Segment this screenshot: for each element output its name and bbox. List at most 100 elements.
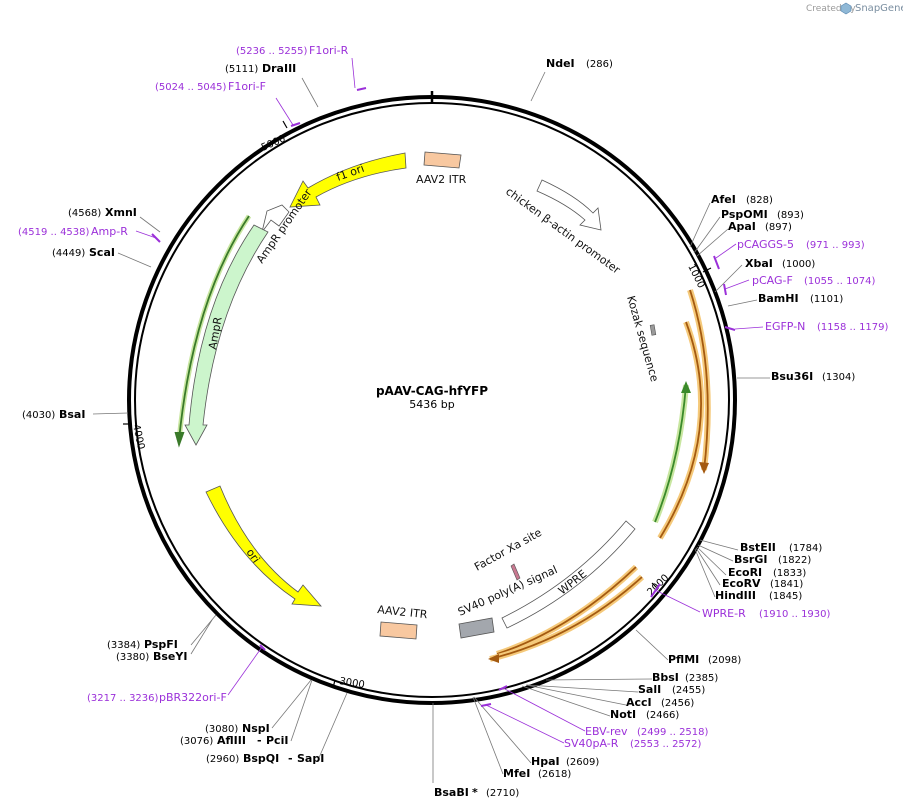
enzyme-hindiii-pos: (1845) [769, 591, 802, 602]
orf-orange-1-line [689, 289, 709, 471]
enzyme-ndei-name[interactable]: NdeI [546, 57, 575, 70]
enzyme-bspqi-sep: - [288, 752, 293, 765]
enzyme-afliii-pos: (3076) [180, 736, 213, 747]
ampr-orf-line [178, 215, 250, 441]
ampr-label: AmpR [206, 316, 225, 351]
orf-orange-4-line [489, 576, 643, 660]
enzyme-scai-name[interactable]: ScaI [89, 246, 115, 259]
enzyme-bsabi-star: * [472, 786, 478, 799]
chicken-actin-promoter-feature[interactable] [536, 179, 602, 231]
enzyme-pflmi-name[interactable]: PflMI [668, 653, 699, 666]
ori-feature[interactable] [205, 485, 322, 607]
enzyme-bsai-name[interactable]: BsaI [59, 408, 85, 421]
aav2-itr-bottom-feature[interactable] [379, 621, 418, 640]
enzyme-pspomi-pos: (893) [777, 210, 804, 221]
enzyme-bamhi-name[interactable]: BamHI [758, 292, 799, 305]
enzyme-pcii-name[interactable]: PciI [266, 734, 288, 747]
primer-pcaggs5-name[interactable]: pCAGGS-5 [737, 238, 794, 251]
primer-pcaggs5-range: (971 .. 993) [806, 240, 865, 251]
tick-label-5000: 5000 [260, 133, 288, 153]
primer-egfpn-range: (1158 .. 1179) [817, 322, 889, 333]
primer-ebvrev-name[interactable]: EBV-rev [585, 725, 628, 738]
enzyme-ecori-name[interactable]: EcoRI [728, 566, 762, 579]
primer-sv40par-range: (2553 .. 2572) [630, 739, 702, 750]
orf-orange-4-arrowhead [488, 654, 499, 663]
enzyme-apai-name[interactable]: ApaI [728, 220, 756, 233]
enzyme-sali-pos: (2455) [672, 685, 705, 696]
orf-orange-2-line [659, 321, 702, 539]
enzyme-bsteii-pos: (1784) [789, 543, 822, 554]
enzyme-bbsi-name[interactable]: BbsI [652, 671, 679, 684]
primer-sv40par-name[interactable]: SV40pA-R [564, 737, 619, 750]
factor-xa-feature[interactable] [510, 563, 521, 581]
orf-orange-1-arrowhead [699, 462, 709, 474]
enzyme-bsu36i-name[interactable]: Bsu36I [771, 370, 813, 383]
enzyme-bspqi-pos: (2960) [206, 754, 239, 765]
wpre-feature[interactable] [501, 520, 636, 629]
enzyme-bamhi-pos: (1101) [810, 294, 843, 305]
enzyme-bsabi-name[interactable]: BsaBI [434, 786, 469, 799]
kozak-feature[interactable] [649, 324, 657, 336]
enzyme-nspi-pos: (3080) [205, 724, 238, 735]
enzyme-bseyi-pos: (3380) [116, 652, 149, 663]
enzyme-bsrgi-pos: (1822) [778, 555, 811, 566]
sv40-polya-label: SV40 poly(A) signal [456, 563, 559, 619]
enzyme-noti-name[interactable]: NotI [610, 708, 636, 721]
enzyme-pflmi-pos: (2098) [708, 655, 741, 666]
enzyme-afliii-name[interactable]: AflIII [217, 734, 246, 747]
enzyme-bseyi-name[interactable]: BseYI [153, 650, 187, 663]
aav2-itr-top-label: AAV2 ITR [416, 173, 467, 186]
enzyme-sapi-name[interactable]: SapI [297, 752, 324, 765]
enzyme-pspomi-name[interactable]: PspOMI [721, 208, 768, 221]
enzyme-hindiii-name[interactable]: HindIII [715, 589, 756, 602]
primer-f1orir-name[interactable]: F1ori-R [309, 44, 349, 57]
enzyme-bbsi-pos: (2385) [685, 673, 718, 684]
wpre-label: WPRE [556, 567, 589, 597]
yfp-orf-green-arrowhead [681, 381, 691, 393]
plasmid-size: 5436 bp [409, 398, 454, 411]
enzyme-bsteii-name[interactable]: BstEII [740, 541, 776, 554]
enzyme-pspfi-pos: (3384) [107, 640, 140, 651]
enzyme-bsrgi-name[interactable]: BsrGI [734, 553, 767, 566]
enzyme-bsu36i-pos: (1304) [822, 372, 855, 383]
tick-label-3000: 3000 [339, 676, 366, 691]
enzyme-afei-name[interactable]: AfeI [711, 193, 736, 206]
enzyme-hpai-pos: (2609) [566, 757, 599, 768]
enzyme-ecorv-pos: (1841) [770, 579, 803, 590]
enzyme-sali-name[interactable]: SalI [638, 683, 661, 696]
aav2-itr-top-feature[interactable] [423, 151, 462, 169]
enzyme-draiii-name[interactable]: DraIII [262, 62, 296, 75]
enzyme-ecori-pos: (1833) [773, 568, 806, 579]
orf-orange-3-line [496, 566, 637, 655]
primer-wprer-range: (1910 .. 1930) [759, 609, 831, 620]
enzyme-xbai-name[interactable]: XbaI [745, 257, 773, 270]
kozak-label: Kozak sequence [624, 294, 661, 383]
f1-ori-feature[interactable] [289, 152, 407, 208]
primer-ampr-name[interactable]: Amp-R [91, 225, 128, 238]
primer-ampr-range: (4519 .. 4538) [18, 227, 90, 238]
enzyme-xbai-pos: (1000) [782, 259, 815, 270]
primer-egfpn-name[interactable]: EGFP-N [765, 320, 805, 333]
enzyme-hpai-name[interactable]: HpaI [531, 755, 560, 768]
primer-ebvrev-range: (2499 .. 2518) [637, 727, 709, 738]
primer-pcagf-name[interactable]: pCAG-F [752, 274, 793, 287]
enzyme-scai-pos: (4449) [52, 248, 85, 259]
enzyme-ecorv-name[interactable]: EcoRV [722, 577, 761, 590]
factor-xa-label: Factor Xa site [472, 526, 544, 574]
aav2-itr-bottom-label: AAV2 ITR [377, 603, 429, 621]
enzyme-pspfi-name[interactable]: PspFI [144, 638, 178, 651]
enzyme-xmni-name[interactable]: XmnI [105, 206, 137, 219]
enzyme-mfei-name[interactable]: MfeI [503, 767, 530, 780]
enzyme-acci-pos: (2456) [661, 698, 694, 709]
enzyme-nspi-name[interactable]: NspI [242, 722, 270, 735]
enzyme-acci-name[interactable]: AccI [626, 696, 652, 709]
sv40-polya-feature[interactable] [458, 617, 495, 639]
enzyme-bspqi-name[interactable]: BspQI [243, 752, 279, 765]
primer-pbr322-name[interactable]: pBR322ori-F [159, 691, 227, 704]
primer-wprer-name[interactable]: WPRE-R [702, 607, 746, 620]
enzyme-draiii-pos: (5111) [225, 64, 258, 75]
ampr-feature[interactable] [184, 224, 269, 446]
primer-f1orir-range: (5236 .. 5255) [236, 46, 308, 57]
primer-f1orif-name[interactable]: F1ori-F [228, 80, 266, 93]
